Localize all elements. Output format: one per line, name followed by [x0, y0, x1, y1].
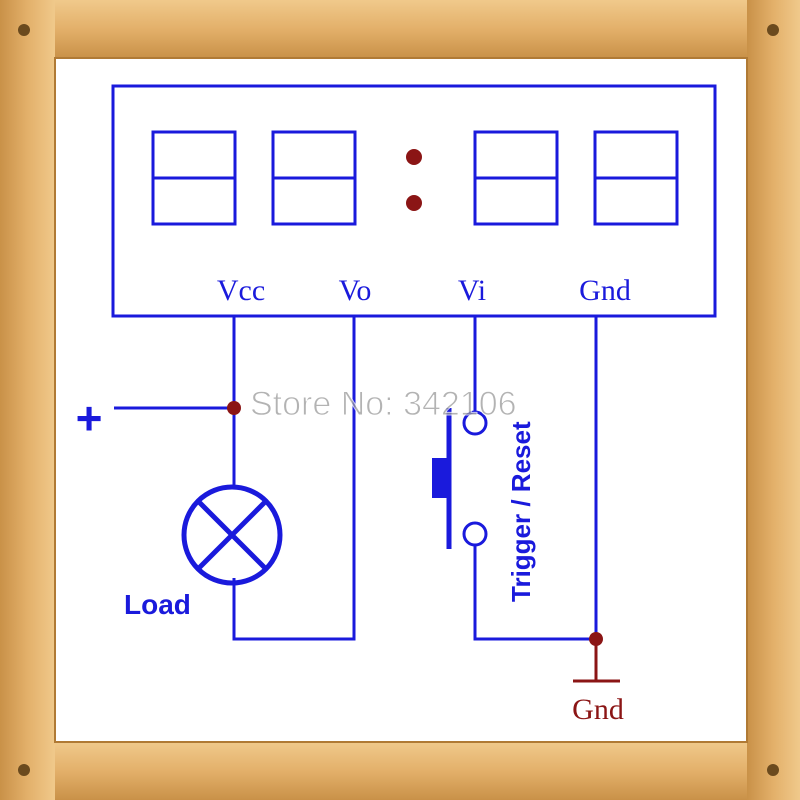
push-button-switch — [432, 408, 488, 549]
pin-labels: Vcc Vo Vi Gnd — [217, 274, 631, 307]
pin-label-vcc: Vcc — [217, 274, 265, 307]
frame-bottom-rail — [0, 742, 800, 800]
wiring — [114, 316, 598, 641]
pin-label-vo: Vo — [339, 274, 372, 307]
digit-2 — [271, 130, 357, 226]
frame-right-rail — [747, 0, 800, 800]
vcc-junction-dot — [227, 401, 241, 415]
digit-4 — [593, 130, 679, 226]
switch-contact — [462, 410, 488, 436]
switch-label: Trigger / Reset — [506, 421, 536, 602]
ground-label: Gnd — [572, 693, 624, 726]
lamp-circle — [181, 484, 283, 586]
module-outline — [111, 84, 717, 318]
load-label: Load — [124, 589, 191, 620]
digit-3 — [473, 130, 559, 226]
frame-screws — [18, 24, 779, 776]
screw-icon — [767, 764, 779, 776]
lamp-icon — [181, 484, 283, 586]
lamp-cross — [196, 499, 268, 571]
diagram-panel — [54, 57, 748, 743]
pin-label-gnd: Gnd — [579, 274, 631, 307]
frame-top-rail — [0, 0, 800, 58]
display-module — [111, 84, 717, 318]
frame-left-rail — [0, 0, 55, 800]
colon-dot — [406, 195, 422, 211]
screw-icon — [767, 24, 779, 36]
digit-1 — [151, 130, 237, 226]
switch-contact — [462, 521, 488, 547]
switch-button — [432, 458, 449, 498]
screw-icon — [18, 764, 30, 776]
plus-terminal-label: + — [76, 392, 103, 444]
store-watermark: Store No: 342106 — [250, 385, 517, 423]
colon-dot — [406, 149, 422, 165]
pin-label-vi: Vi — [458, 274, 486, 307]
screw-icon — [18, 24, 30, 36]
switch-ground-wire — [473, 316, 598, 641]
load-return-wire — [232, 316, 356, 641]
